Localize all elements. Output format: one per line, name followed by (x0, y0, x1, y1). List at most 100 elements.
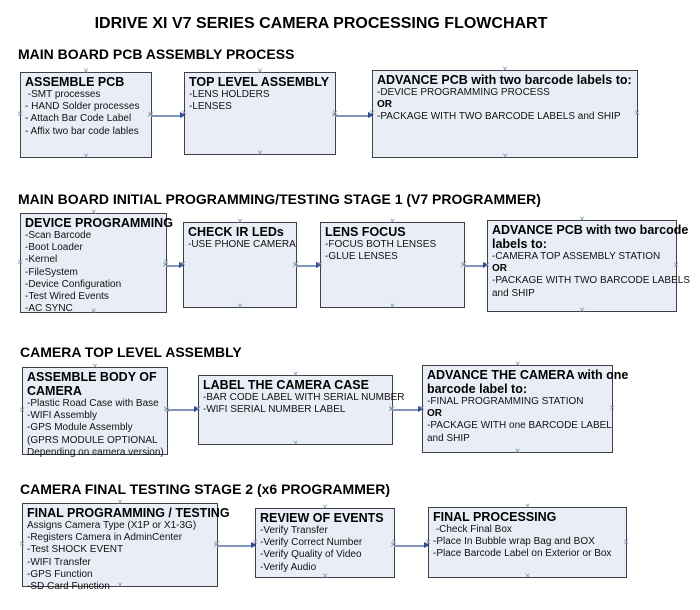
arrow-line (166, 265, 181, 267)
box-line: -PACKAGE WITH TWO BARCODE LABELS and SHI… (377, 111, 621, 123)
arrow-head-icon (194, 406, 200, 413)
arrow-head-icon (418, 406, 424, 413)
flow-box-check-ir-leds[interactable]: × × × × CHECK IR LEDs -USE PHONE CAMERA (180, 216, 299, 312)
arrow-line (464, 265, 485, 267)
flow-box-advance-camera[interactable]: × × × × ADVANCE THE CAMERA with one barc… (419, 359, 629, 457)
arrow-line (151, 115, 182, 117)
arrow-line (394, 545, 426, 547)
box-title: ADVANCE PCB with two barcode labels to: (377, 73, 632, 87)
box-line: (GPRS MODULE OPTIONAL (27, 434, 158, 446)
box-line: -Verify Correct Number (260, 537, 363, 549)
box-title: ADVANCE PCB with two barcode (492, 223, 689, 237)
flow-box-lens-focus[interactable]: × × × × LENS FOCUS -FOCUS BOTH LENSES -G… (317, 217, 467, 312)
box-line: -Scan Barcode (25, 230, 92, 241)
flow-box-advance-pcb-stage1[interactable]: × × × × ADVANCE PCB with two barcode lab… (369, 64, 640, 162)
flow-box-device-programming[interactable]: × × × × DEVICE PROGRAMMING -Scan Barcode… (17, 207, 173, 317)
box-line: -Device Configuration (25, 278, 122, 290)
box-line: -WIFI Transfer (27, 556, 91, 568)
page-title: IDRIVE XI V7 SERIES CAMERA PROCESSING FL… (94, 15, 548, 32)
flow-box-assemble-pcb[interactable]: × × × × ASSEMBLE PCB -SMT processes - HA… (17, 67, 154, 162)
box-title: LABEL THE CAMERA CASE (203, 378, 369, 392)
box-line: -SD Card Function (27, 580, 110, 592)
box-title: LENS FOCUS (325, 225, 406, 239)
box-line: -WIFI SERIAL NUMBER LABEL (203, 404, 346, 416)
arrow-head-icon (483, 262, 489, 269)
flow-arrow[interactable]: × (147, 111, 186, 121)
flow-arrow[interactable]: × (331, 111, 374, 121)
section-header-pcb-assembly: MAIN BOARD PCB ASSEMBLY PROCESS (18, 46, 295, 62)
box-title: ASSEMBLE BODY OF (27, 370, 157, 384)
box-line: - HAND Solder processes (25, 101, 140, 113)
box-line: - Affix two bar code lables (25, 125, 139, 137)
box-line: -Place Barcode Label on Exterior or Box (433, 548, 612, 560)
flow-box-label-camera-case[interactable]: × × × × LABEL THE CAMERA CASE -BAR CODE … (195, 369, 405, 449)
flow-arrow[interactable]: × (163, 405, 200, 415)
box-line: -Registers Camera in AdminCenter (27, 532, 183, 544)
flow-arrow[interactable]: × (388, 405, 424, 415)
box-title: TOP LEVEL ASSEMBLY (189, 75, 330, 89)
flow-box-final-programming-testing[interactable]: × × × × FINAL PROGRAMMING / TESTING Assi… (19, 497, 230, 592)
box-line: -LENSES (189, 101, 232, 113)
flow-box-assemble-body[interactable]: × × × × ASSEMBLE BODY OF CAMERA -Plastic… (19, 362, 170, 459)
box-line: OR (492, 263, 507, 275)
flow-arrow[interactable]: × (292, 261, 322, 271)
box-title: DEVICE PROGRAMMING (25, 216, 173, 230)
box-title: labels to: (492, 237, 547, 251)
box-line: -USE PHONE CAMERA (188, 239, 296, 250)
flow-box-top-level-assembly[interactable]: × × × × TOP LEVEL ASSEMBLY -LENS HOLDERS… (181, 66, 338, 159)
box-line: -Boot Loader (25, 242, 83, 254)
flow-arrow[interactable]: × (460, 261, 489, 271)
arrow-head-icon (368, 112, 374, 119)
arrow-head-icon (179, 262, 185, 269)
box-line: OR (427, 408, 442, 420)
box-title: barcode label to: (427, 382, 528, 396)
box-line: -FileSystem (25, 266, 78, 278)
box-line: -PACKAGE WITH one BARCODE LABEL (427, 420, 612, 432)
box-title: ADVANCE THE CAMERA with one (427, 368, 629, 382)
flow-box-review-of-events[interactable]: × × × × REVIEW OF EVENTS -Verify Transfe… (252, 502, 397, 582)
box-line: -FINAL PROGRAMMING STATION (427, 396, 584, 407)
arrow-head-icon (251, 542, 257, 549)
box-line: -Check Final Box (433, 524, 512, 535)
box-title: CAMERA (27, 384, 82, 398)
box-line: -GLUE LENSES (325, 251, 398, 263)
box-line: -Test Wired Events (25, 290, 109, 302)
box-title: CHECK IR LEDs (188, 225, 284, 239)
box-line: Assigns Camera Type (X1P or X1-3G) (27, 520, 197, 531)
flow-box-final-processing[interactable]: × × × × FINAL PROCESSING -Check Final Bo… (425, 501, 629, 582)
arrow-line (335, 115, 370, 117)
box-line: -BAR CODE LABEL WITH SERIAL NUMBER (203, 392, 405, 403)
box-line: -GPS Function (27, 568, 93, 580)
section-header-initial-programming: MAIN BOARD INITIAL PROGRAMMING/TESTING S… (18, 191, 541, 207)
arrow-line (167, 409, 196, 411)
box-line: -WIFI Assembly (27, 410, 98, 422)
box-title: FINAL PROCESSING (433, 510, 557, 524)
box-line: OR (377, 99, 392, 111)
box-title: ASSEMBLE PCB (25, 75, 125, 89)
box-line: -LENS HOLDERS (189, 89, 270, 100)
arrow-head-icon (180, 112, 186, 119)
flow-arrow[interactable]: × (390, 541, 430, 551)
box-line: Depending on camera version) (27, 446, 164, 458)
arrow-head-icon (316, 262, 322, 269)
box-line: -FOCUS BOTH LENSES (325, 239, 437, 250)
box-line: -CAMERA TOP ASSEMBLY STATION (492, 251, 661, 262)
box-line: -Verify Audio (260, 561, 317, 573)
flow-box-advance-pcb-stage2[interactable]: × × × × ADVANCE PCB with two barcode lab… (484, 214, 690, 316)
box-line: -GPS Module Assembly (27, 422, 133, 434)
box-line: -PACKAGE WITH TWO BARCODE LABELS (492, 275, 690, 287)
box-line: -Test SHOCK EVENT (27, 544, 124, 556)
section-header-camera-top-assembly: CAMERA TOP LEVEL ASSEMBLY (20, 344, 242, 360)
arrow-line (296, 265, 318, 267)
flow-arrow[interactable]: × (213, 541, 257, 551)
flow-arrow[interactable]: × (162, 261, 185, 271)
box-line: -Plastic Road Case with Base (27, 398, 159, 409)
box-title: REVIEW OF EVENTS (260, 511, 384, 525)
arrow-head-icon (424, 542, 430, 549)
box-line: and SHIP (427, 432, 470, 444)
box-line: - Attach Bar Code Label (25, 113, 132, 125)
box-line: and SHIP (492, 287, 535, 299)
box-line: -AC SYNC (25, 303, 73, 315)
box-line: -Verify Quality of Video (260, 549, 362, 561)
